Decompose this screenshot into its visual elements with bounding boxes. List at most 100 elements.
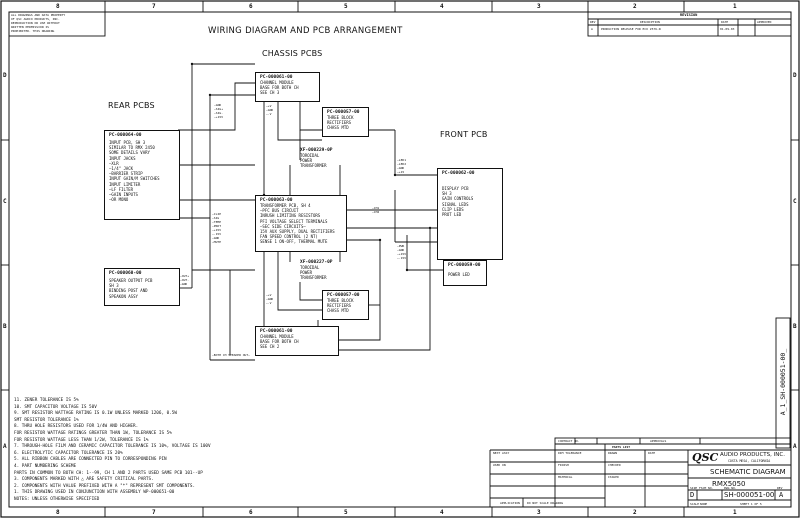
zone-col-1-bottom: 1 [733,509,737,516]
pcb-desc-line: —1/4" JACK [109,166,134,172]
pcb-desc-line: BASE FOR BOTH CH [260,85,299,91]
notice-line: ALL DRAWINGS AND DATA PROPERTY [11,13,66,17]
wire-label: —OUT- [180,278,190,282]
note-line: FOR RESISTOR WATTAGE LESS THAN 1/2W, TOL… [14,437,149,443]
tb-label-scale: SCALE [690,502,700,506]
wire-labels-display-mid: —CH1 —CH2 [372,206,379,214]
pcb-desc-line: BASE FOR BOTH CH [260,339,299,345]
note-line: 1. THIS DRAWING USED IN CONJUNCTION WITH… [14,490,175,496]
pcb-desc-line: PROT LED [442,212,462,218]
note-line: 6. ELECTROLYTIC CAPACITOR TOLERANCE IS 2… [14,450,123,456]
pcb-desc-line: SH 3 [442,191,452,197]
document-type: SCHEMATIC DIAGRAM [710,468,786,476]
revision-description-value: PRODUCTION RELEASE FOR ECO 2576-N [601,27,661,31]
wire-label: —GND [397,248,405,252]
transformer-desc-line: TRANSFORMER [300,163,327,169]
pcb-desc-line: THREE BLOCK [327,115,354,120]
pcb-desc-line: CHASS MTD [327,125,349,131]
zone-row-c-right: C [793,198,797,205]
tb-label-next-assy: NEXT ASSY [493,451,510,455]
wire-labels-center-top: —+V —GND —-V [266,104,273,116]
wire-label-speaker-bus: —BOTH CH SPEAKER OUT— [212,353,250,357]
note-line: PARTS IN COMMON TO BOTH CH: 1--99, CH 1 … [14,470,203,476]
channel-module-top: PC-000061-00 CHANNEL MODULE BASE FOR BOT… [255,72,320,102]
note-line: 9. SMT RESISTOR WATTAGE RATING IS 0.1W U… [14,411,177,417]
model-number: RMX5050 [712,480,746,488]
wire-labels-center-bottom: —+V —GND —-V [266,293,273,305]
wire-label: —SIG+ [214,107,224,111]
wire-label: —GND [397,166,405,170]
pcb-desc-line: —PFC BUS CIRCUIT [260,208,299,214]
wire-label: —-15V [397,256,407,260]
pcb-desc-line: CLIP LEDS [442,206,464,212]
zone-row-a-left: A [3,443,7,450]
transformer-desc-line: POWER [300,158,313,164]
speaker-output-pcb: PC-000060-00 SPEAKER OUTPUT PCB SH 3 BIN… [104,268,180,306]
wire-label: —MUTE [212,240,222,244]
pcb-desc-line: —BARRIER STRIP [109,171,143,177]
sheet-number: SHEET 1 OF 5 [740,502,762,506]
wire-label: —+15V [212,228,222,232]
zone-col-8-bottom: 8 [56,509,60,516]
drawing-number: SH-000051-00 [724,491,775,499]
transformer-desc-line: TOROIDAL [300,153,320,158]
pcb-desc-line: DISPLAY PCB [442,186,469,191]
tb-label-tolerance: DIM TOLERANCE [558,451,582,455]
pcb-desc-line: INPUT PCB, SH 3 [109,140,146,145]
zone-row-a-right: A [793,443,797,450]
company-name: AUDIO PRODUCTS, INC. [720,452,785,458]
pcb-desc-line: TRANSFORMER PCB, SH 4 [260,203,311,208]
do-not-scale-label: DO NOT SCALE DRAWING [527,501,564,505]
zone-col-3-bottom: 3 [537,509,541,516]
tb-label-dwg-no: DWG NO. [724,486,737,490]
pcb-desc-line: —SEC SIDE CIRCUITS— [260,223,306,229]
pcb-desc-line: RECTIFIERS [327,303,352,309]
wire-label: —TEMP [212,220,222,224]
pcb-part-number: PC-000063-00 [260,198,293,203]
note-line: 7. THROUGH-HOLE FILM AND CERAMIC CAPACIT… [14,444,211,450]
pcb-desc-line: —XLR [109,160,119,166]
pcb-desc-line: —LF FILTER [109,186,134,192]
note-line: SMT RESISTOR TOLERANCE 1% [14,417,79,423]
wire-label: —PWR [397,244,405,248]
wire-label: —PROT [212,224,222,228]
front-pcb-label: FRONT PCB [440,130,488,139]
tb-label-drawn: DRAWN [608,451,618,455]
transformer-pcb: PC-000063-00 TRANSFORMER PCB, SH 4 —PFC … [255,195,347,252]
notice-line: REPRODUCTION OR USE WITHOUT [11,21,60,25]
transformer-desc-line: TRANSFORMER [300,275,327,281]
wire-label: —CLIP [212,212,222,216]
zone-col-8-top: 8 [56,3,60,10]
heatsink-rectifier-bottom: PC-000057-00 THREE BLOCK RECTIFIERS CHAS… [322,290,369,320]
zone-row-d-left: D [3,72,7,79]
note-line: 5. ALL RIBBON CABLES ARE CONNECTED PIN T… [14,457,167,463]
tb-label-contract: CONTRACT NO. [558,439,580,443]
tb-label-size: SIZE [690,486,698,490]
zone-row-b-right: B [793,323,797,330]
note-line: 3. COMPONENTS MARKED WITH △ ARE SAFETY C… [14,477,154,483]
wire-labels-display-in: —LED1 —LED2 —GND —+15 [397,158,406,174]
wire-label: —GND [266,108,274,112]
wire-label: —GND [214,103,222,107]
pcb-desc-line: CHASS MTD [327,308,349,314]
tb-label-finish: FINISH [558,463,569,467]
wire-label: —OUT+ [180,274,190,278]
zone-col-6-top: 6 [249,3,253,10]
zone-col-3-top: 3 [537,3,541,10]
wire-label: —-15V [212,232,222,236]
tb-label-approvals: APPROVALS [650,439,667,443]
drawing-rev: A [779,491,784,499]
pcb-desc-line: 15V AUX SUPPLY, DUAL RECTIFIERS [260,229,335,235]
wire-label: —+V [266,104,272,108]
pcb-desc-line: GAIN CONTROLS [442,196,474,202]
tb-label-used-on: USED ON [493,463,506,467]
revision-col-date: DATE [721,20,729,24]
zone-col-1-top: 1 [733,3,737,10]
wire-label: —SIG [212,216,220,220]
drawing-size: D [690,491,695,499]
note-line: FOR RESISTOR WATTAGE RATINGS GREATER THA… [14,430,172,436]
pcb-desc-line: SIGNAL LEDS [442,201,469,207]
rear-pcbs-label: REAR PCBS [108,101,155,110]
input-pcb: PC-000064-00 INPUT PCB, SH 3 SIMILAR TO … [104,130,180,220]
